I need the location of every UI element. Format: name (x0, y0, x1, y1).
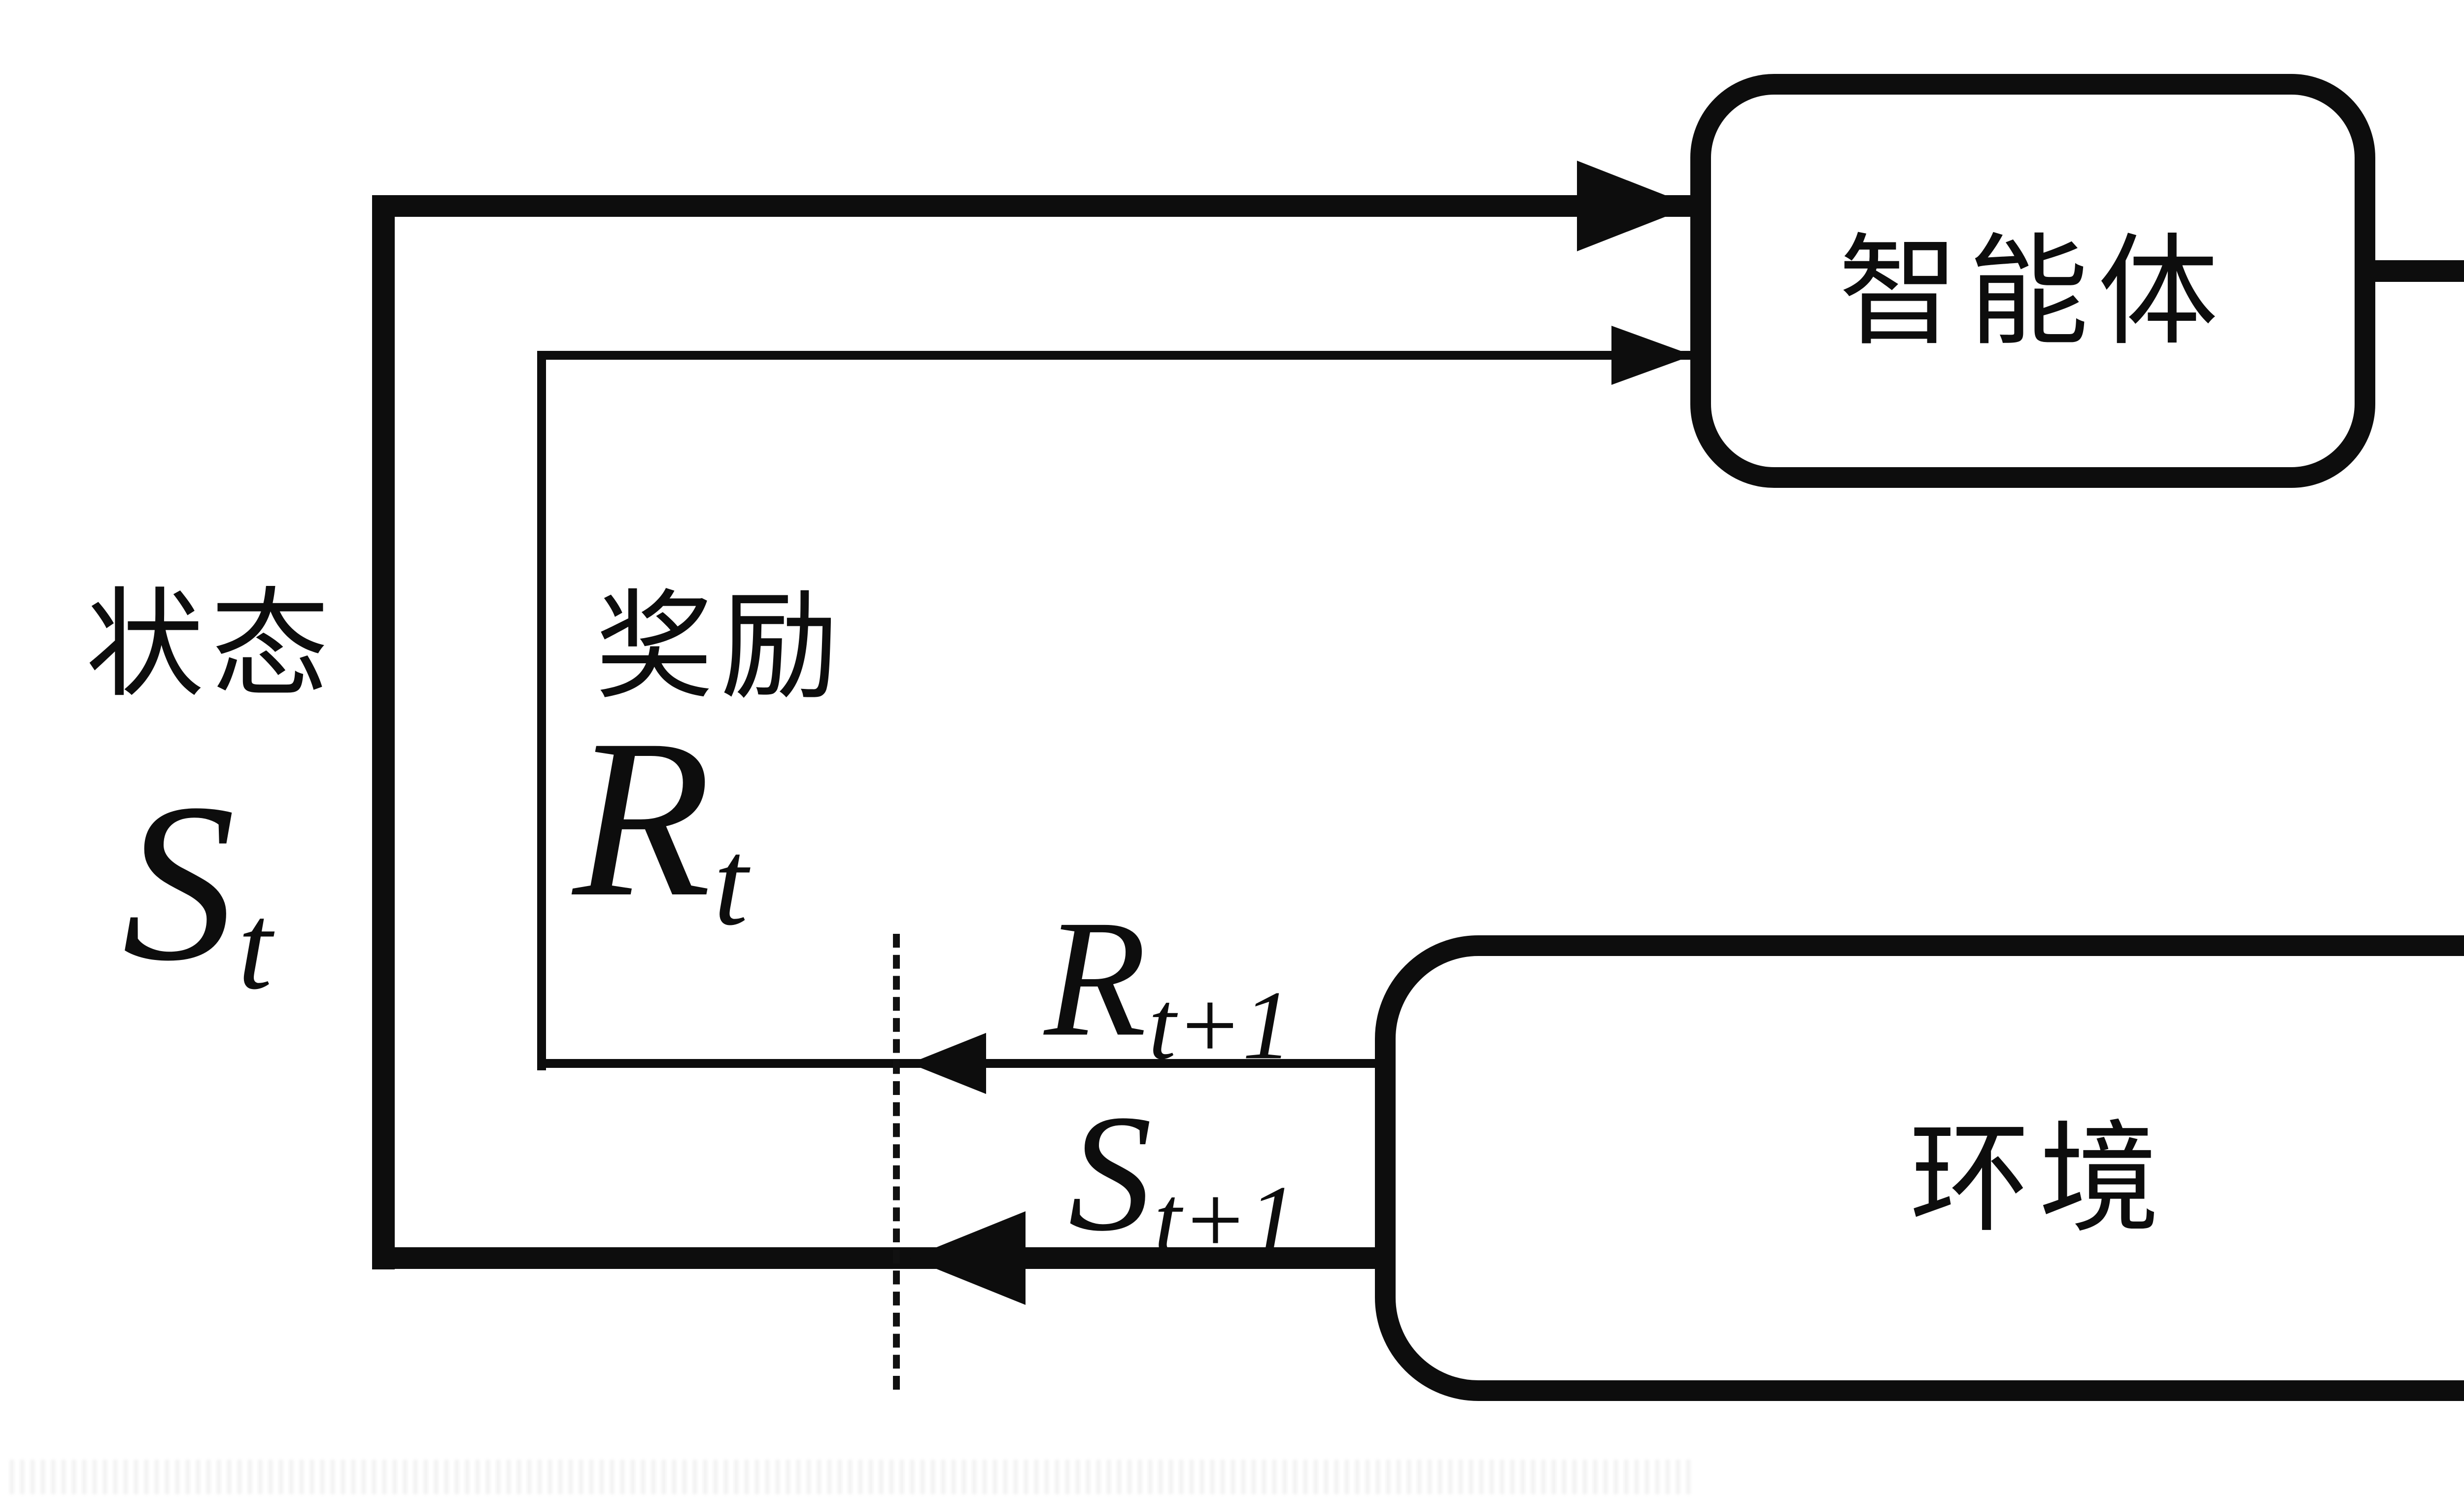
agent-box: 智能体 (1690, 74, 2375, 488)
state-caption: 状态 (85, 580, 337, 712)
next-state-arrowhead-icon (910, 1211, 1026, 1305)
next-reward-arrowhead-icon (910, 1033, 986, 1094)
cropped-caption-artifact (10, 1460, 1695, 1494)
reward-symbol-subscript: t (714, 815, 748, 951)
state-symbol-letter: S (122, 756, 236, 1008)
environment-box: 环境 (1375, 935, 2464, 1401)
next-reward-symbol-letter: R (1044, 885, 1147, 1071)
reward-line-top (537, 351, 1693, 360)
state-symbol-subscript: t (238, 879, 273, 1015)
reward-line-vertical (537, 351, 546, 1070)
agent-box-label: 智能体 (1838, 226, 2227, 360)
state-symbol: St (122, 752, 273, 1015)
next-reward-symbol: Rt+1 (1044, 882, 1292, 1080)
state-arrowhead-icon (1577, 161, 1693, 251)
next-state-symbol-letter: S (1068, 1080, 1152, 1266)
reward-arrowhead-icon (1611, 326, 1693, 385)
state-line-top (372, 195, 1693, 217)
action-line-top (2365, 260, 2464, 282)
reward-symbol-letter: R (573, 692, 712, 944)
next-state-symbol: St+1 (1068, 1077, 1298, 1275)
reward-caption: 奖励 (595, 582, 846, 714)
environment-box-label: 环境 (1909, 1113, 2169, 1247)
next-state-symbol-subscript: t+1 (1154, 1165, 1298, 1275)
time-boundary-dashed-line (893, 934, 900, 1390)
state-line-vertical (372, 195, 395, 1269)
next-state-line (372, 1247, 1375, 1269)
next-reward-symbol-subscript: t+1 (1148, 971, 1292, 1080)
reward-symbol: Rt (573, 687, 748, 951)
